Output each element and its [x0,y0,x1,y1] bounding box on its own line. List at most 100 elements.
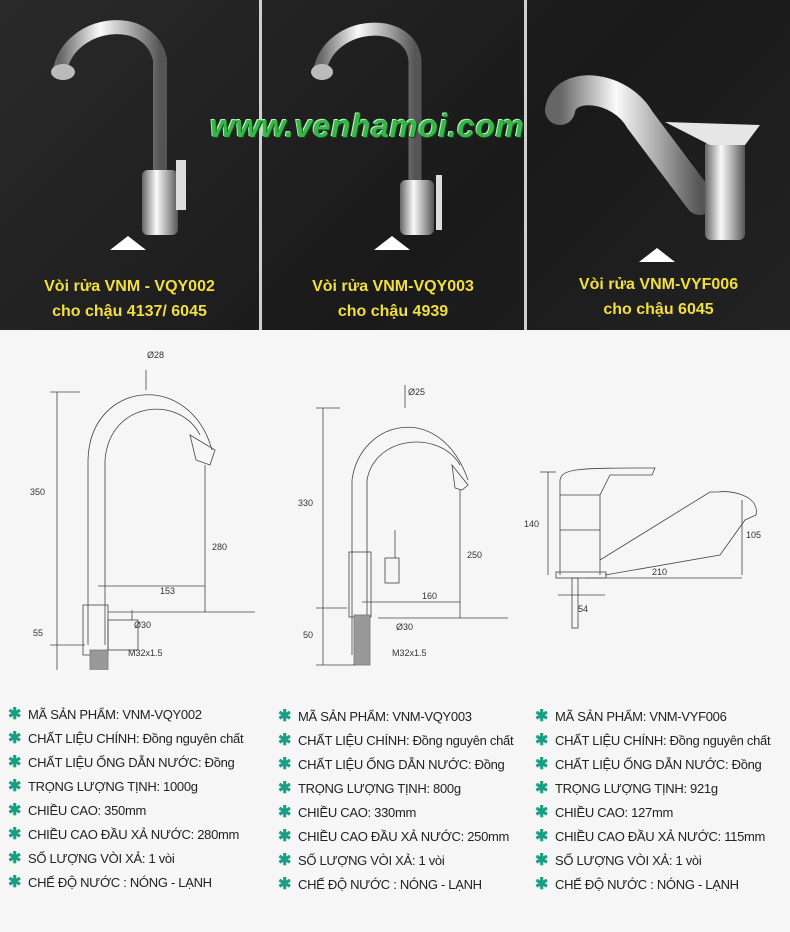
asterisk-bullet-icon: ✱ [278,756,292,773]
product-caption: Vòi rửa VNM-VQY003 [312,278,474,295]
reach-label: 160 [422,591,437,601]
faucet-photo-vqy003 [311,22,442,235]
base-width-label: 54 [578,604,588,614]
asterisk-bullet-icon: ✱ [535,876,549,893]
spec-item: ✱CHẾ ĐỘ NƯỚC : NÓNG - LẠNH [535,872,790,896]
faucet-photo-vyf006 [545,75,760,240]
asterisk-bullet-icon: ✱ [535,804,549,821]
spec-item: ✱ CHẤT LIỆU ỐNG DẪN NƯỚC: Đồng [278,752,538,776]
spec-text: CHẤT LIỆU ỐNG DẪN NƯỚC: Đồng [555,756,762,772]
asterisk-bullet-icon: ✱ [278,732,292,749]
spec-text: CHẤT LIỆU ỐNG DẪN NƯỚC: Đồng [28,754,235,770]
spec-text: TRỌNG LƯỢNG TỊNH: 1000g [28,778,198,794]
height-label: 350 [30,487,45,497]
asterisk-bullet-icon: ✱ [278,828,292,845]
asterisk-bullet-icon: ✱ [8,802,22,819]
base-diameter-label: Ø30 [134,620,151,630]
spec-item: ✱ CHẤT LIỆU ỐNG DẪN NƯỚC: Đồng [535,752,790,776]
spec-item: ✱ TRỌNG LƯỢNG TỊNH: 800g [278,776,538,800]
spec-item: ✱ CHIỀU CAO: 127mm [535,800,790,824]
base-height-label: 55 [33,628,43,638]
technical-drawings: Ø28 350 280 153 55 Ø30 M32x1.5 Ø25 330 2… [30,350,761,670]
asterisk-bullet-icon: ✱ [278,780,292,797]
spec-item: ✱ CHẾ ĐỘ NƯỚC : NÓNG - LẠNH [278,872,538,896]
spec-text: CHẤT LIỆU CHÍNH: Đồng nguyên chất [28,730,244,746]
asterisk-bullet-icon: ✱ [8,754,22,771]
base-diameter-label: Ø30 [396,622,413,632]
spout-height-label: 280 [212,542,227,552]
spec-item: ✱SỐ LƯỢNG VÒI XẢ: 1 vòi [278,848,538,872]
product-caption: Vòi rửa VNM - VQY002 [44,278,215,295]
asterisk-bullet-icon: ✱ [535,780,549,797]
spec-text: MÃ SẢN PHẨM: VNM-VQY003 [298,708,472,724]
asterisk-bullet-icon: ✱ [8,826,22,843]
drawing-vyf006: 140 105 210 54 [524,467,761,629]
reach-label: 153 [160,586,175,596]
product-panel-vqy002: Vòi rửa VNM - VQY002 cho chậu 4137/ 6045 [0,0,259,330]
spec-item: ✱ CHIỀU CAO ĐẦU XẢ NƯỚC: 115mm [535,824,790,848]
spec-item: ✱ CHIỀU CAO: 350mm [8,798,268,822]
product-caption-sink: cho chậu 4137/ 6045 [52,303,207,320]
spec-text: CHIỀU CAO: 127mm [555,804,674,820]
spec-text: CHIỀU CAO: 330mm [298,804,417,820]
height-label: 330 [298,498,313,508]
spec-text: MÃ SẢN PHẨM: VNM-VYF006 [555,708,727,724]
panel-divider [259,0,262,330]
spec-text: TRỌNG LƯỢNG TỊNH: 800g [298,780,461,796]
asterisk-bullet-icon: ✱ [535,852,549,869]
spec-item: ✱ SỐ LƯỢNG VÒI XẢ: 1 vòi [535,848,790,872]
spec-text: CHIỀU CAO ĐẦU XẢ NƯỚC: 250mm [298,828,510,844]
asterisk-bullet-icon: ✱ [8,778,22,795]
spec-text: SỐ LƯỢNG VÒI XẢ: 1 vòi [298,852,445,868]
height-label: 140 [524,519,539,529]
spec-text: CHẾ ĐỘ NƯỚC : NÓNG - LẠNH [28,874,212,890]
spec-item: ✱CHIỀU CAO: 330mm [278,800,538,824]
product-caption-sink: cho chậu 4939 [337,303,449,320]
spec-item: ✱ CHẤT LIỆU ỐNG DẪN NƯỚC: Đồng [8,750,268,774]
product-panel-vqy003: Vòi rửa VNM-VQY003 cho chậu 4939 [262,0,524,330]
spec-list-vqy002: ✱MÃ SẢN PHẨM: VNM-VQY002✱CHẤT LIỆU CHÍNH… [8,702,268,894]
spec-item: ✱ TRỌNG LƯỢNG TỊNH: 921g [535,776,790,800]
spec-text: CHIỀU CAO ĐẦU XẢ NƯỚC: 115mm [555,828,766,844]
watermark: www.venhamoi.com [210,108,525,144]
spec-item: ✱ MÃ SẢN PHẨM: VNM-VYF006 [535,704,790,728]
spec-item: ✱ CHIỀU CAO ĐẦU XẢ NƯỚC: 250mm [278,824,538,848]
spec-item: ✱CHẤT LIỆU CHÍNH: Đồng nguyên chất [278,728,538,752]
base-height-label: 50 [303,630,313,640]
asterisk-bullet-icon: ✱ [8,730,22,747]
spout-height-label: 250 [467,550,482,560]
pointer-triangle-icon [110,236,146,250]
spec-item: ✱CHẾ ĐỘ NƯỚC : NÓNG - LẠNH [8,870,268,894]
spec-item: ✱CHẤT LIỆU CHÍNH: Đồng nguyên chất [535,728,790,752]
spec-text: TRỌNG LƯỢNG TỊNH: 921g [555,780,718,796]
spec-text: MÃ SẢN PHẨM: VNM-VQY002 [28,706,202,722]
spec-text: CHIỀU CAO: 350mm [28,802,147,818]
drawing-vqy002: Ø28 350 280 153 55 Ø30 M32x1.5 [30,350,255,670]
spec-text: CHẤT LIỆU CHÍNH: Đồng nguyên chất [555,732,771,748]
spec-text: CHẾ ĐỘ NƯỚC : NÓNG - LẠNH [298,876,482,892]
spec-text: SỐ LƯỢNG VÒI XẢ: 1 vòi [28,850,175,866]
asterisk-bullet-icon: ✱ [535,756,549,773]
spec-item: ✱ TRỌNG LƯỢNG TỊNH: 1000g [8,774,268,798]
spec-text: SỐ LƯỢNG VÒI XẢ: 1 vòi [555,852,702,868]
asterisk-bullet-icon: ✱ [278,876,292,893]
pointer-triangle-icon [374,236,410,250]
spec-list-vyf006: ✱MÃ SẢN PHẨM: VNM-VYF006✱CHẤT LIỆU CHÍNH… [535,704,790,896]
asterisk-bullet-icon: ✱ [535,708,549,725]
thread-label: M32x1.5 [128,648,163,658]
spec-text: CHẤT LIỆU ỐNG DẪN NƯỚC: Đồng [298,756,505,772]
asterisk-bullet-icon: ✱ [8,850,22,867]
product-banner: Vòi rửa VNM - VQY002 cho chậu 4137/ 6045… [0,0,790,330]
spec-item: ✱MÃ SẢN PHẨM: VNM-VQY002 [8,702,268,726]
spec-text: CHIỀU CAO ĐẦU XẢ NƯỚC: 280mm [28,826,240,842]
asterisk-bullet-icon: ✱ [535,828,549,845]
spec-item: ✱ CHIỀU CAO ĐẦU XẢ NƯỚC: 280mm [8,822,268,846]
reach-label: 210 [652,567,667,577]
top-diameter-label: Ø28 [147,350,164,360]
panel-divider [524,0,527,330]
asterisk-bullet-icon: ✱ [278,708,292,725]
drawing-vqy003: Ø25 330 250 160 50 Ø30 M32x1.5 [298,385,508,666]
pointer-triangle-icon [639,248,675,262]
spec-item: ✱ CHẤT LIỆU CHÍNH: Đồng nguyên chất [8,726,268,750]
top-diameter-label: Ø25 [408,387,425,397]
